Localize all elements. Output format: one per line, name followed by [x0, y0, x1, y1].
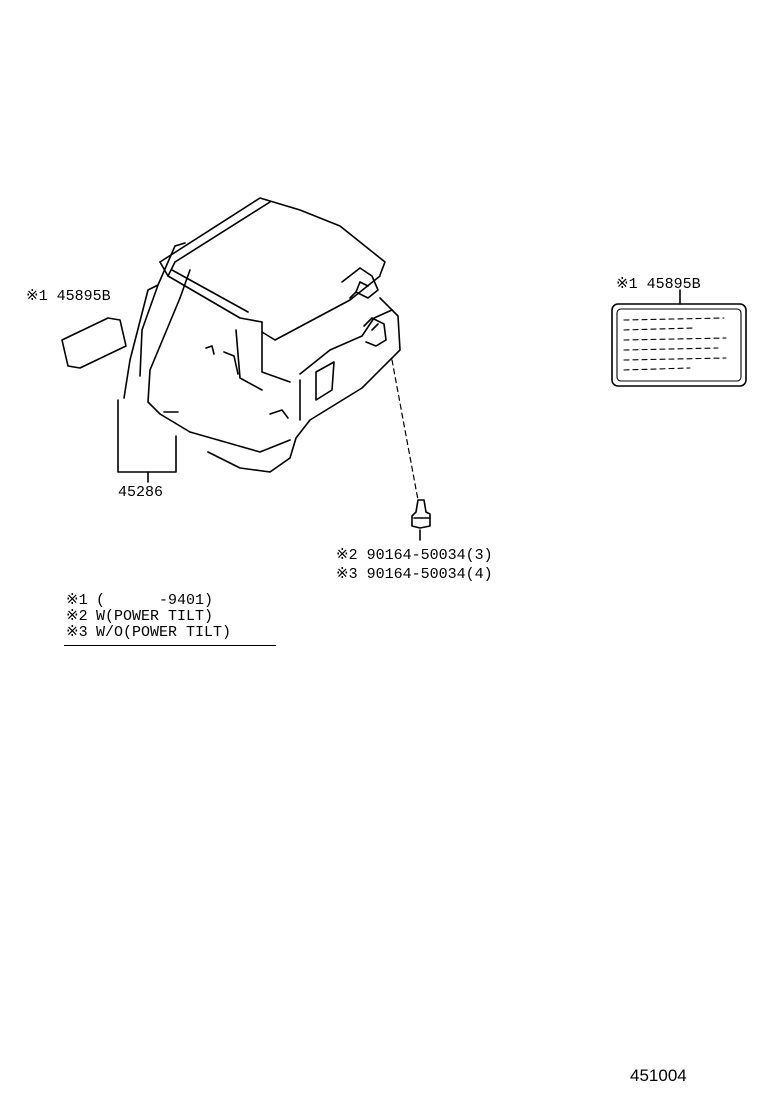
- screw-2-mark: ※3: [336, 566, 358, 583]
- column-cover-drawing: [117, 197, 401, 483]
- notes-underline: [64, 645, 276, 646]
- screw-drawing: [411, 499, 431, 541]
- screw-2-number: 90164-50034: [366, 566, 466, 583]
- screw-label-1: ※2 90164-50034(3): [336, 548, 493, 564]
- note-row-1: ※1 ( -9401): [66, 593, 213, 609]
- plate-right-number: 45895B: [646, 276, 701, 293]
- screw-1-qty: (3): [465, 547, 493, 564]
- note-row-2: ※2 W(POWER TILT): [66, 609, 213, 625]
- screw-label-2: ※3 90164-50034(4): [336, 567, 493, 583]
- plate-right-mark: ※1: [616, 276, 638, 293]
- plate-left-number: 45895B: [56, 288, 111, 305]
- note-2-mark: ※2: [66, 608, 88, 625]
- plate-right-label: ※1 45895B: [616, 277, 701, 293]
- screw-1-number: 90164-50034: [366, 547, 466, 564]
- note-3-mark: ※3: [66, 624, 88, 641]
- plate-left-mark: ※1: [26, 288, 48, 305]
- note-1-text: ( -9401): [96, 592, 214, 609]
- note-3-text: W/O(POWER TILT): [96, 624, 232, 641]
- plate-right-drawing: [611, 289, 747, 387]
- note-1-mark: ※1: [66, 592, 88, 609]
- note-row-3: ※3 W/O(POWER TILT): [66, 625, 231, 641]
- plate-left-label: ※1 45895B: [26, 289, 111, 305]
- note-2-text: W(POWER TILT): [96, 608, 214, 625]
- screw-1-mark: ※2: [336, 547, 358, 564]
- diagram-reference-number: 451004: [630, 1066, 687, 1085]
- plate-left-drawing: [61, 317, 127, 369]
- screw-leader-line: [391, 359, 419, 501]
- cover-part-label: 45286: [118, 484, 164, 501]
- screw-2-qty: (4): [465, 566, 493, 583]
